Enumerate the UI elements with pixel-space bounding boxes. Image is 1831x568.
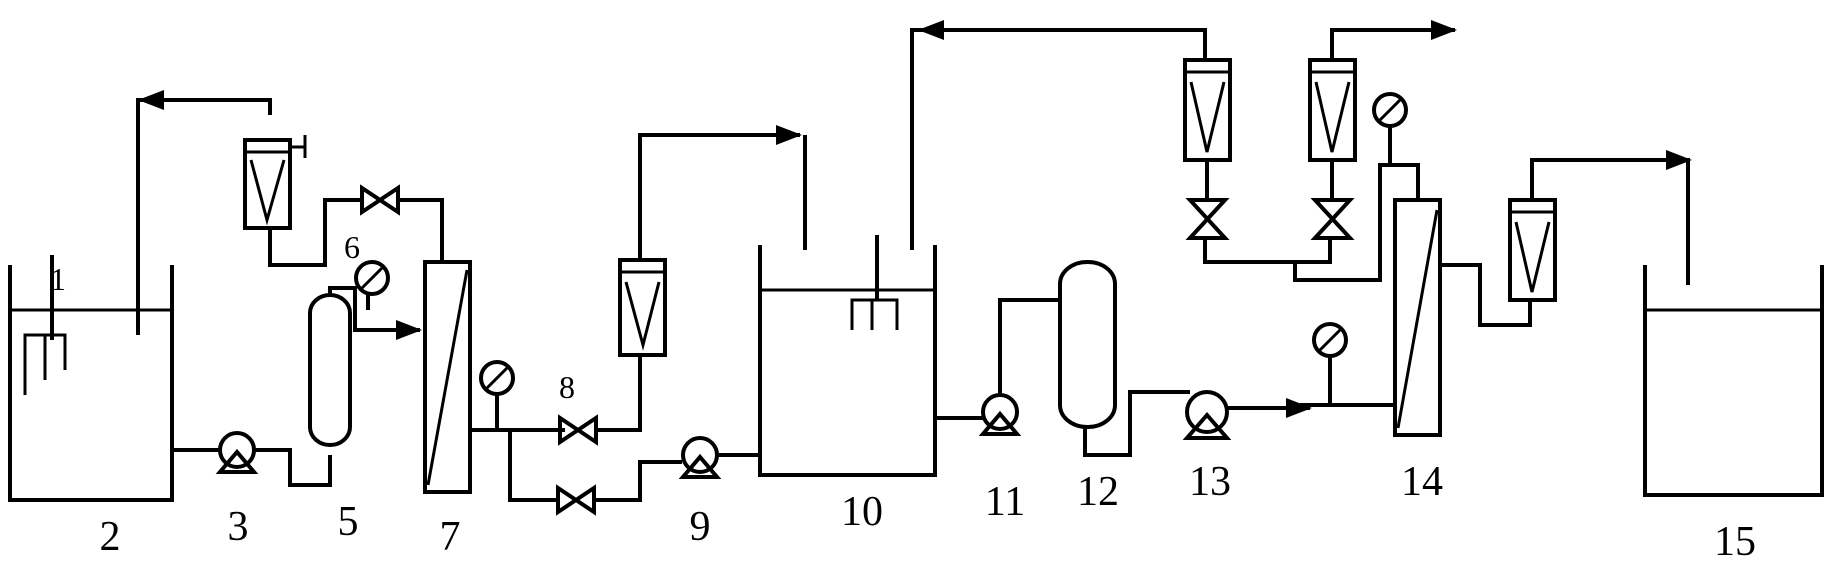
pressure-gauge-6 (354, 260, 390, 310)
label-13: 13 (1189, 459, 1231, 505)
label-8: 8 (559, 369, 575, 405)
label-9: 9 (690, 504, 711, 550)
vessel-12 (1058, 260, 1190, 457)
flowmeter-a (243, 135, 307, 230)
flowmeter-b (618, 258, 667, 357)
tank-10 (758, 245, 937, 477)
pressure-gauge-7 (479, 360, 515, 430)
flowmeter-e (1508, 198, 1557, 302)
label-15: 15 (1714, 519, 1756, 565)
label-2: 2 (100, 514, 121, 560)
pump-9 (678, 436, 760, 479)
line-flowmeter-e-out (1530, 150, 1692, 200)
pump-3 (172, 431, 332, 487)
pressure-gauge-13 (1312, 322, 1348, 405)
label-14: 14 (1401, 459, 1443, 505)
label-6: 6 (344, 229, 360, 265)
valve-a (360, 184, 400, 216)
valve-c (1185, 198, 1230, 240)
line-14-to-flowmeter-e (1440, 263, 1532, 327)
tank-10-exhaust-line (910, 28, 1207, 250)
line-flowmeter-d-out (1330, 20, 1457, 60)
line-flowmeter-a (268, 198, 362, 267)
flowmeter-d (1308, 58, 1357, 200)
label-7: 7 (440, 514, 461, 560)
stirrer-1 (23, 255, 67, 395)
label-12: 12 (1077, 469, 1119, 515)
line-valves-join (1203, 238, 1332, 264)
line-flowmeter-b-out (638, 125, 802, 260)
line-valve-8-to-flowmeter-b (596, 355, 642, 432)
line-5-to-7 (328, 286, 422, 340)
valve-8 (558, 414, 598, 446)
line-7-outlet (470, 428, 565, 502)
line-valve-a-to-7 (398, 198, 444, 262)
stirrer-10 (850, 235, 899, 330)
membrane-module-14 (1393, 198, 1442, 437)
valve-d (1310, 198, 1355, 240)
label-11: 11 (985, 479, 1025, 525)
pressure-gauge-14 (1372, 92, 1408, 165)
line-lower-valve-to-pump-9 (594, 460, 682, 502)
line-14-top (1293, 163, 1420, 282)
label-5: 5 (338, 499, 359, 545)
tank-15 (1643, 265, 1824, 497)
tank-2-exhaust-line (136, 98, 272, 335)
valve-lower (556, 484, 596, 516)
vessel-5 (308, 293, 352, 447)
label-1: 1 (50, 261, 66, 297)
pump-11 (935, 298, 1060, 436)
pump-13 (1182, 390, 1395, 440)
tank-2 (8, 265, 174, 502)
label-3: 3 (228, 504, 249, 550)
membrane-module-7 (423, 260, 472, 494)
label-10: 10 (841, 489, 883, 535)
flowmeter-c (1183, 58, 1232, 200)
